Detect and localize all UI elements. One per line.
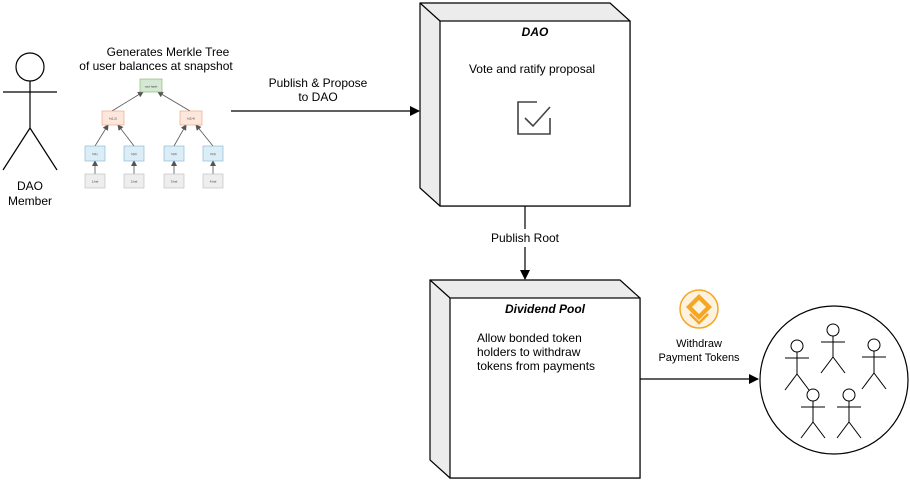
merkle-leaf-node: [123, 173, 145, 189]
checkbox-check-icon: [517, 101, 551, 135]
token-coin-icon: [679, 289, 719, 329]
merkle-tree-image: root hash h(1,2) h(3,4) h(1) h(2) h(3) h…: [84, 78, 224, 189]
merkle-level2-label: h(2): [131, 152, 136, 156]
dao-member-label-line2: Member: [8, 194, 52, 208]
dao-member-actor: [2, 52, 58, 171]
merkle-level1-label: h(3,4): [187, 117, 195, 121]
withdraw-label-line2: Payment Tokens: [658, 352, 740, 364]
merkle-level1-node: [101, 110, 125, 126]
token-holder-figure: [800, 388, 826, 439]
dividend-pool-node: [429, 279, 641, 479]
dao-member-label-line1: DAO: [17, 179, 43, 193]
merkle-level2-node: [84, 145, 106, 162]
dividend-pool-title: Dividend Pool: [505, 302, 586, 316]
merkle-leaf-label: 1:bal: [92, 180, 99, 184]
merkle-level1-label: h(1,2): [109, 117, 117, 121]
dao-node: [419, 2, 631, 207]
merkle-level2-node: [123, 145, 145, 162]
dao-description: Vote and ratify proposal: [469, 62, 595, 76]
withdraw-label-line1: Withdraw: [676, 338, 722, 350]
merkle-level1-node: [179, 110, 203, 126]
merkle-caption-line2: of user balances at snapshot: [79, 59, 233, 73]
dividend-pool-description-line1: Allow bonded token: [477, 331, 582, 345]
merkle-level2-label: h(4): [210, 152, 215, 156]
token-holder-figure: [784, 339, 810, 391]
publish-propose-label-line1: Publish & Propose: [269, 76, 368, 90]
token-holder-figure: [861, 338, 887, 390]
merkle-level2-label: h(1): [92, 152, 97, 156]
dividend-pool-description-line2: holders to withdraw: [477, 345, 581, 359]
dao-title: DAO: [522, 25, 549, 39]
merkle-caption-line1: Generates Merkle Tree: [107, 45, 230, 59]
publish-root-label-bg: [480, 229, 570, 247]
merkle-level2-label: h(3): [171, 152, 176, 156]
merkle-leaf-label: 3:bal: [171, 180, 178, 184]
publish-root-label: Publish Root: [491, 231, 560, 245]
dividend-pool-description-line3: tokens from payments: [477, 359, 595, 373]
merkle-leaf-node: [202, 173, 224, 189]
merkle-leaf-label: 2:bal: [131, 180, 138, 184]
token-holder-figure: [836, 388, 862, 439]
merkle-leaf-label: 4:bal: [210, 180, 217, 184]
merkle-root-node: [139, 78, 163, 93]
actor-right-leg: [29, 127, 58, 171]
merkle-root-label: root hash: [145, 85, 158, 89]
token-holder-figure: [820, 323, 846, 374]
merkle-level2-node: [202, 145, 224, 162]
merkle-level2-node: [163, 145, 185, 162]
merkle-leaf-node: [163, 173, 185, 189]
merkle-leaf-node: [84, 173, 106, 189]
publish-propose-label-line2: to DAO: [298, 90, 337, 104]
actor-head: [15, 52, 45, 82]
actor-left-leg: [2, 127, 31, 171]
